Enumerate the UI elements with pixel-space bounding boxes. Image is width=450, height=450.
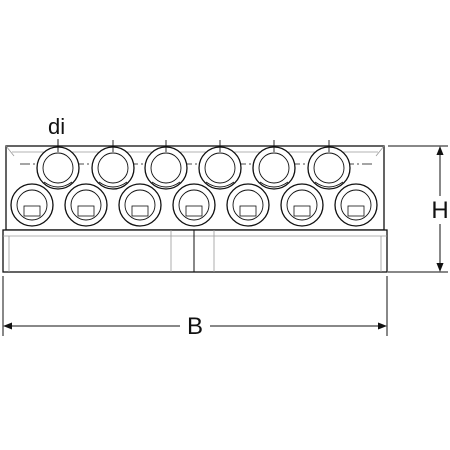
outlet-front-7 [334,183,378,227]
outlet-front-3 [118,183,162,227]
outlet-back-5 [252,140,296,190]
manifold-left-bevel [5,145,15,157]
width-label: B [187,313,203,340]
outlet-back-4 [198,140,242,190]
inner-diameter-label: di [48,114,65,139]
outlet-back-3 [144,140,188,190]
outlet-front-6 [280,183,324,227]
outlet-front-4 [172,183,216,227]
outlet-back-2 [91,140,135,190]
back-row-outlets [36,140,351,190]
outlet-front-1 [10,183,54,227]
outlet-back-1 [36,140,80,190]
outlet-front-2 [64,183,108,227]
outlet-front-5 [226,183,270,227]
manifold-base-block [2,229,388,273]
height-label: H [431,197,448,224]
outlet-back-6 [307,140,351,190]
width-dimension [2,276,388,336]
height-dimension [388,145,448,273]
front-row-outlets [10,183,378,227]
manifold-right-bevel [375,145,385,157]
